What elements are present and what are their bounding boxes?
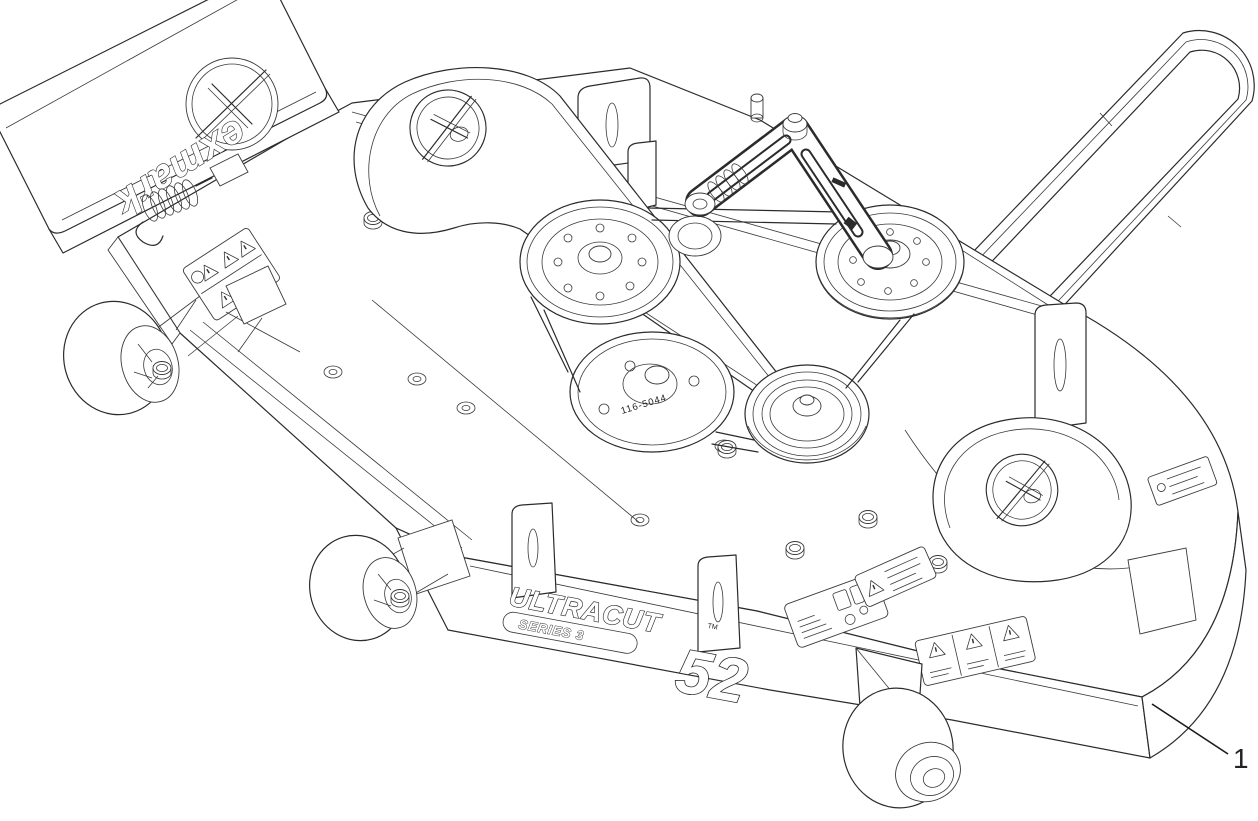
callout-1-label: 1 [1233, 743, 1249, 774]
baffle-bracket-left [511, 502, 557, 599]
idler-arm [668, 93, 894, 270]
spindle-pulley-left [519, 199, 681, 325]
instruction-decal-top-right [1147, 456, 1218, 506]
trim-tube [947, 29, 1255, 352]
chute-spring [135, 153, 249, 246]
decal-bracket-lines [175, 299, 301, 353]
hanger-bracket-right [1034, 302, 1087, 431]
v-idler-pulley [744, 364, 870, 464]
badge-trademark: TM [707, 623, 718, 632]
roller-front-left [63, 265, 287, 416]
roller-mid-left [309, 519, 471, 642]
drive-belt [530, 207, 915, 453]
right-belt-cover [932, 417, 1197, 635]
baffle-bracket-center [697, 554, 741, 653]
warning-decal-small [854, 546, 937, 607]
callout-1: 1 [1151, 703, 1249, 774]
cast-idler-pulley: 116-5044 [569, 331, 735, 453]
cover-boss [1127, 547, 1197, 635]
discharge-chute: exmark [0, 0, 340, 254]
badge-size: 52 [671, 636, 753, 717]
roller-rear-right [842, 647, 961, 809]
